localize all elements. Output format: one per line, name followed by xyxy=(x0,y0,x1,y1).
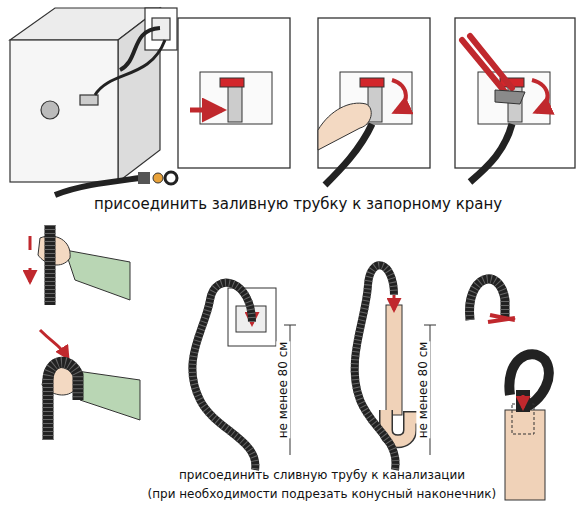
standpipe xyxy=(505,410,545,500)
caption-text: присоединить заливную трубку к запорному… xyxy=(94,195,502,213)
caption-text: присоединить сливную трубу к канализации xyxy=(179,468,465,482)
wall-panel xyxy=(318,18,430,185)
standpipe xyxy=(386,292,430,441)
drain-hose xyxy=(192,283,255,470)
drain-hose xyxy=(470,279,505,320)
hose-nut xyxy=(138,172,150,184)
dimension-label: не менее 80 см xyxy=(416,342,430,439)
hose xyxy=(120,28,160,70)
gasket xyxy=(165,172,177,184)
drain-hose xyxy=(355,265,396,470)
caption-text: (при необходимости подрезать конусный на… xyxy=(148,487,497,501)
hose xyxy=(95,40,165,95)
washing-machine xyxy=(10,8,160,182)
scissors xyxy=(488,315,515,322)
wall-panel xyxy=(455,18,575,182)
washer xyxy=(153,173,163,183)
drain-hose xyxy=(45,225,56,305)
inlet-hose xyxy=(55,178,140,195)
wall-panel xyxy=(178,18,290,168)
dimension-label: не менее 80 см xyxy=(276,342,290,439)
